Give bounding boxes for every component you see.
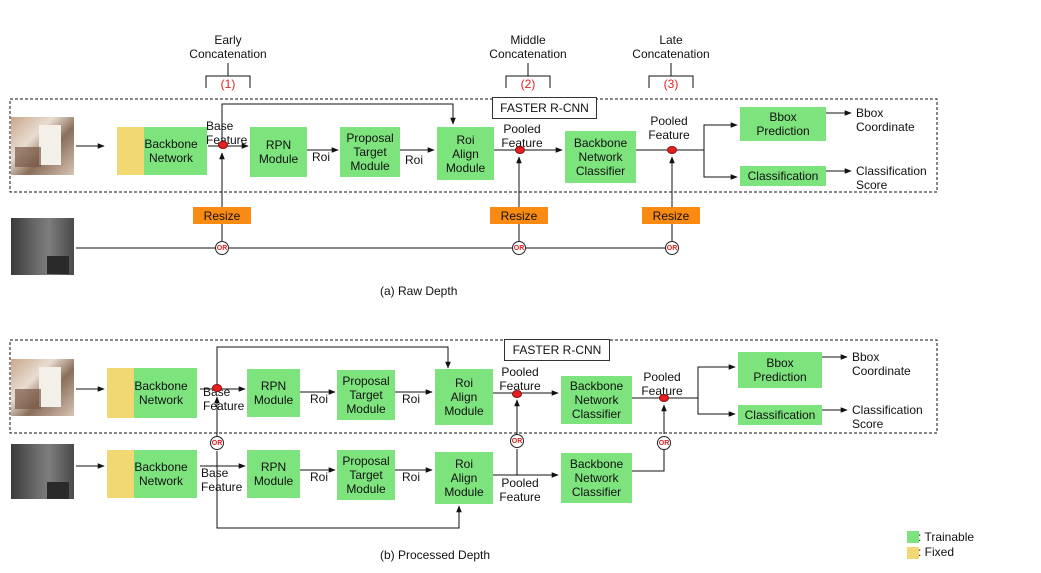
proposal-target-module-a: Proposal Target Module [340,127,400,177]
roi-label-b-2: Roi [402,392,421,406]
resize-early-a: Resize [193,207,251,224]
rgb-image-a [11,117,74,175]
concat-point-middle-b [512,390,522,398]
faster-rcnn-label-a: FASTER R-CNN [492,97,597,119]
or-switch-middle-a: OR [512,241,526,255]
roi-label-b-1: Roi [310,392,329,406]
backbone-network-b: Backbone Network [107,368,197,418]
depth-image-b [11,444,74,499]
or-switch-early-a: OR [215,241,229,255]
roi-align-module-b: Roi Align Module [435,369,493,425]
backbone-network-a-label: Backbone Network [144,137,198,165]
base-feature-a-label: Base Feature [206,119,248,147]
depth-rpn-module-b: RPN Module [247,450,300,498]
depth-image-a [11,218,74,275]
legend-fixed-swatch [907,547,919,559]
early-concat-title: Early Concatenation [189,33,267,61]
depth-roi-align-module-b: Roi Align Module [435,452,493,504]
or-switch-middle-b: OR [510,434,524,448]
roi-label-a-2: Roi [405,153,424,167]
legend-fixed-label: : Fixed [918,545,955,559]
or-switch-late-b: OR [657,436,671,450]
backbone-network-b-label: Backbone Network [134,379,188,407]
or-switch-early-b: OR [210,436,224,450]
backbone-network-classifier-b: Backbone Network Classifier [561,376,632,424]
resize-middle-a: Resize [490,207,548,224]
concat-point-middle-a [515,146,525,154]
depth-pooled-feature-b-label: Pooled Feature [499,476,541,504]
pooled-feature-a-2-label: Pooled Feature [648,114,690,142]
depth-backbone-network-classifier-b: Backbone Network Classifier [561,453,632,503]
base-feature-b-label: Base Feature [203,385,245,413]
late-concat-number: (3) [663,77,679,91]
backbone-network-classifier-a: Backbone Network Classifier [565,131,636,183]
concat-point-late-b [659,394,669,402]
faster-rcnn-label-b: FASTER R-CNN [504,339,610,361]
late-concat-title: Late Concatenation [632,33,710,61]
bracket-middle [505,63,551,88]
bbox-prediction-a: Bbox Prediction [740,107,826,141]
depth-roi-label-b-2: Roi [402,470,421,484]
bbox-coordinate-b: Bbox Coordinate [852,350,911,378]
classification-a: Classification [740,166,826,186]
concat-point-early-a [218,141,228,149]
classification-score-a: Classification Score [856,164,927,192]
early-concat-number: (1) [220,77,236,91]
middle-concat-title: Middle Concatenation [489,33,567,61]
or-switch-late-a: OR [665,241,679,255]
rpn-module-b: RPN Module [247,369,300,417]
roi-label-a-1: Roi [312,150,331,164]
depth-backbone-network-b: Backbone Network [107,450,197,498]
legend-trainable-label: : Trainable [918,530,975,544]
rgb-image-b [11,359,74,416]
caption-b: (b) Processed Depth [380,548,491,562]
pooled-feature-b-1-label: Pooled Feature [499,365,541,393]
middle-concat-number: (2) [520,77,536,91]
backbone-network-a: Backbone Network [117,127,207,175]
pooled-feature-b-2-label: Pooled Feature [641,370,683,398]
caption-a: (a) Raw Depth [380,284,458,298]
depth-backbone-network-b-label: Backbone Network [134,460,188,488]
bbox-prediction-b: Bbox Prediction [738,352,822,388]
concat-point-early-b [212,384,222,392]
depth-base-feature-b-label: Base Feature [201,466,243,494]
classification-b: Classification [738,405,822,425]
pooled-feature-a-1-label: Pooled Feature [501,122,543,150]
depth-roi-label-b-1: Roi [310,470,329,484]
bbox-coordinate-a: Bbox Coordinate [856,106,915,134]
legend-trainable-swatch [907,531,919,543]
classification-score-b: Classification Score [852,403,923,431]
proposal-target-module-b: Proposal Target Module [337,370,395,420]
concat-point-late-a [667,146,677,154]
resize-late-a: Resize [642,207,700,224]
rpn-module-a: RPN Module [250,127,307,177]
depth-proposal-target-module-b: Proposal Target Module [337,450,395,500]
bracket-early [205,63,251,88]
roi-align-module-a: Roi Align Module [437,127,494,180]
bracket-late [648,63,694,88]
